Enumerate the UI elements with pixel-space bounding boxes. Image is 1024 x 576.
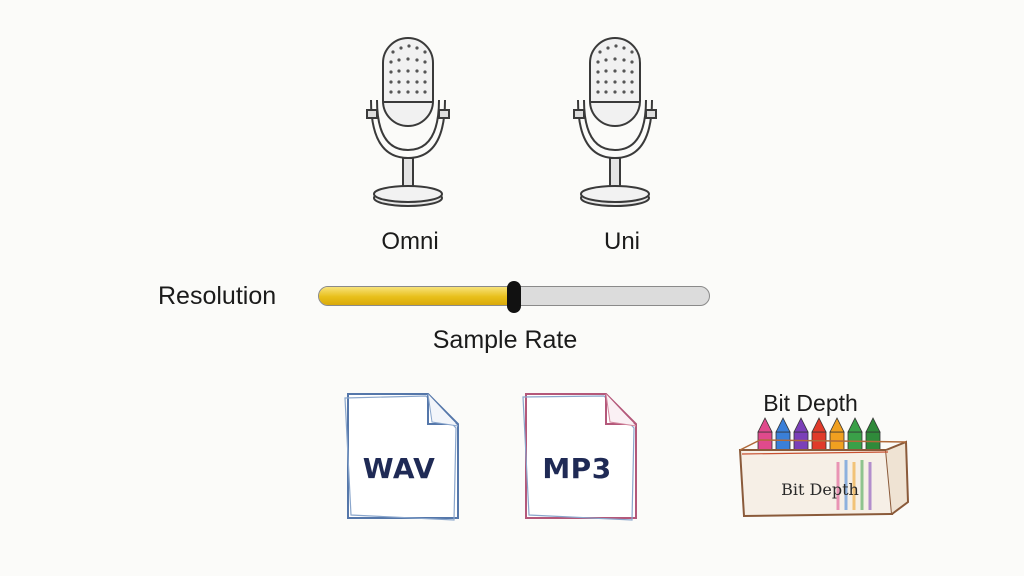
slider-thumb[interactable]: [507, 281, 521, 313]
crayon-tip: [847, 417, 863, 433]
crayon-tip: [757, 417, 773, 433]
crayon-tip: [811, 417, 827, 433]
crayon-tip: [865, 417, 881, 433]
crayon-tip: [793, 417, 809, 433]
wav-file-icon: WAV: [340, 386, 470, 526]
sample-rate-slider[interactable]: [318, 281, 710, 313]
uni-microphone-icon: [560, 30, 670, 220]
omni-microphone-icon: [353, 30, 463, 220]
crayon-box-icon: Bit Depth: [720, 414, 910, 524]
bit-depth-title: Bit Depth: [763, 390, 858, 416]
slider-fill: [319, 287, 514, 305]
sample-rate-label: Sample Rate: [432, 326, 578, 354]
crayon-tip: [829, 417, 845, 433]
mp3-text: MP3: [542, 452, 612, 485]
crayon-tip: [775, 417, 791, 433]
uni-label: Uni: [603, 228, 640, 255]
resolution-label: Resolution: [158, 282, 277, 310]
omni-label: Omni: [381, 228, 439, 255]
bit-depth-box-label: Bit Depth: [781, 480, 859, 499]
mp3-file-icon: MP3: [518, 386, 648, 526]
wav-text: WAV: [362, 452, 436, 485]
